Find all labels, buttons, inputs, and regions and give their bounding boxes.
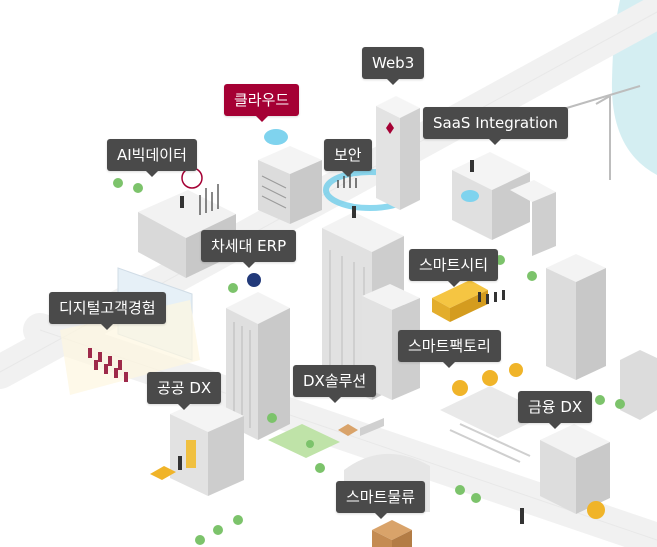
tag-saas-integration[interactable]: SaaS Integration <box>423 107 568 145</box>
tag-dx-solution[interactable]: DX솔루션 <box>293 365 377 403</box>
tag-smart-city[interactable]: 스마트시티 <box>409 249 499 287</box>
right-buildings <box>362 254 657 420</box>
tag-smart-factory[interactable]: 스마트팩토리 <box>398 330 501 368</box>
cloud-icon <box>264 129 288 145</box>
saas-cloud-icon <box>461 190 479 202</box>
tag-digital-cx[interactable]: 디지털고객경험 <box>49 292 166 330</box>
tag-public-dx[interactable]: 공공 DX <box>147 372 222 410</box>
web3-mark-icon <box>386 122 394 134</box>
tag-web3[interactable]: Web3 <box>362 47 425 85</box>
public-dx-building <box>150 398 244 496</box>
tag-security[interactable]: 보안 <box>324 139 372 177</box>
erp-globe-icon <box>247 273 261 287</box>
smart-factory <box>440 363 548 463</box>
trees <box>113 178 625 545</box>
tag-next-gen-erp[interactable]: 차세대 ERP <box>201 230 297 268</box>
dx-solution-park <box>268 418 384 458</box>
web3-tower <box>376 96 420 210</box>
tag-smart-logistics[interactable]: 스마트물류 <box>336 481 426 519</box>
coin-icon <box>587 501 605 519</box>
cloud-servers <box>258 129 322 224</box>
tag-ai-bigdata[interactable]: AI빅데이터 <box>107 139 197 177</box>
construction-crane <box>559 85 641 180</box>
erp-building <box>226 273 290 440</box>
finance-dx-area <box>540 424 610 519</box>
tag-cloud[interactable]: 클라우드 <box>224 84 300 122</box>
saas-building <box>452 152 556 256</box>
people <box>178 160 524 524</box>
tag-finance-dx[interactable]: 금융 DX <box>518 391 593 429</box>
